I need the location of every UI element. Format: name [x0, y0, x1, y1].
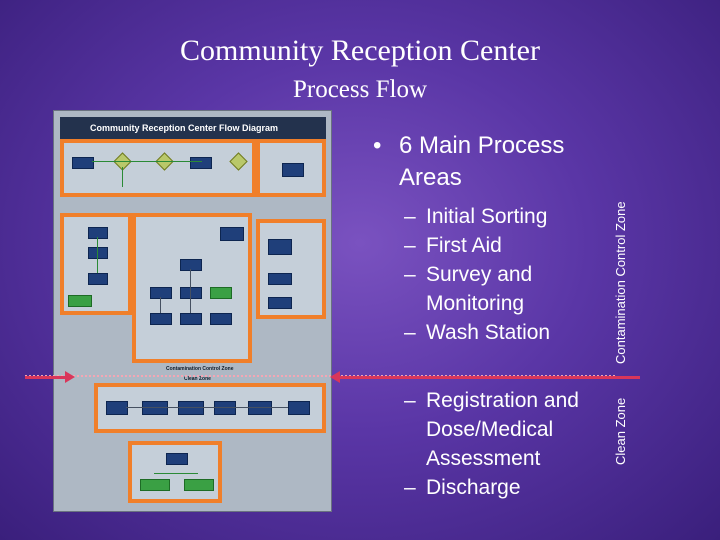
flow-node — [106, 401, 128, 415]
arrow-right-icon — [65, 371, 75, 383]
flow-line — [92, 161, 202, 162]
clean-zone-side-label: Clean Zone — [613, 397, 628, 465]
flow-node — [88, 273, 108, 285]
flow-node — [184, 479, 214, 491]
flow-node — [288, 401, 310, 415]
main-bullet: 6 Main Process Areas — [373, 130, 613, 194]
first-aid-box — [60, 213, 132, 315]
flow-node — [88, 247, 108, 259]
wash-station-box — [256, 219, 326, 319]
flow-node — [268, 297, 292, 309]
sub-bullet: Discharge — [396, 473, 616, 502]
flow-node — [140, 479, 170, 491]
survey-monitoring-box — [132, 213, 252, 363]
flow-node — [150, 313, 172, 325]
initial-sorting-box — [60, 139, 256, 197]
bullet-list: 6 Main Process Areas Initial Sorting Fir… — [373, 130, 613, 502]
slide-title: Community Reception Center — [180, 34, 540, 67]
flow-node — [180, 259, 202, 271]
diagram-header: Community Reception Center Flow Diagram — [60, 117, 326, 139]
boundary-arrow-left — [25, 376, 67, 379]
contamination-sub-list: Initial Sorting First Aid Survey and Mon… — [396, 202, 606, 347]
sub-bullet: Survey and Monitoring — [396, 260, 606, 318]
flow-node — [72, 157, 94, 169]
zone-boundary-line — [25, 375, 615, 377]
discharge-box — [128, 441, 222, 503]
sub-bullet: Initial Sorting — [396, 202, 606, 231]
flow-line — [190, 269, 191, 313]
flow-line — [160, 297, 161, 313]
flow-node — [88, 227, 108, 239]
flow-node — [268, 273, 292, 285]
clean-sub-list: Registration and Dose/Medical Assessment… — [396, 386, 616, 502]
flow-node — [190, 157, 212, 169]
flow-node — [180, 313, 202, 325]
boundary-arrow-right — [340, 376, 640, 379]
registration-box — [94, 383, 326, 433]
flow-node — [248, 401, 272, 415]
initial-sorting-side-box — [256, 139, 326, 197]
decision-node — [229, 152, 248, 171]
flow-node — [210, 287, 232, 299]
flow-node — [220, 227, 244, 241]
flow-node — [268, 239, 292, 255]
flow-line — [97, 237, 98, 273]
flow-node — [178, 401, 204, 415]
contamination-zone-label: Contamination Control Zone — [166, 366, 234, 372]
arrow-left-icon — [330, 371, 340, 383]
flow-node — [180, 287, 202, 299]
sub-bullet: Wash Station — [396, 318, 606, 347]
flow-line — [122, 167, 123, 187]
clean-zone-label: Clean Zone — [184, 376, 211, 382]
sub-bullet: Registration and Dose/Medical Assessment — [396, 386, 616, 473]
flow-node — [210, 313, 232, 325]
flow-node — [142, 401, 168, 415]
flow-line — [154, 473, 198, 474]
flow-node — [68, 295, 92, 307]
flow-node — [282, 163, 304, 177]
flow-diagram: Community Reception Center Flow Diagram — [53, 110, 332, 512]
sub-bullet: First Aid — [396, 231, 606, 260]
contamination-zone-side-label: Contamination Control Zone — [613, 201, 628, 364]
flow-line — [126, 407, 288, 408]
flow-node — [214, 401, 236, 415]
flow-node — [150, 287, 172, 299]
flow-node — [166, 453, 188, 465]
slide-subtitle: Process Flow — [292, 76, 428, 103]
